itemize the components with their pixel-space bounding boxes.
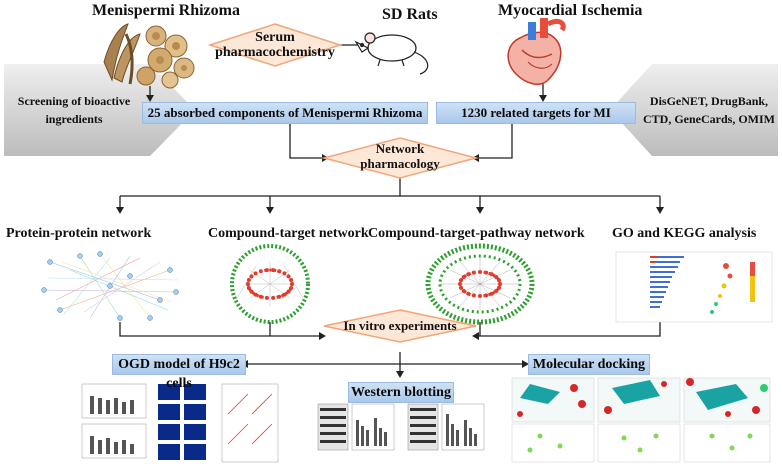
ogd-figure-image: [81, 383, 279, 463]
mi-title: Myocardial Ischemia: [498, 2, 643, 19]
ct-title: Compound-target network: [208, 226, 369, 241]
go-kegg-title: GO and KEGG analysis: [612, 226, 757, 241]
serum-diamond: [207, 23, 343, 67]
rat-icon: [354, 32, 429, 75]
network-diamond: [321, 137, 479, 179]
western-title: Western blotting: [348, 382, 454, 403]
mi-targets-box: 1230 related targets for MI: [436, 102, 636, 124]
sd-rats-title: SD Rats: [382, 6, 438, 23]
serum-label: Serum pharmacochemistry: [215, 30, 335, 60]
docking-title: Molecular docking: [528, 354, 650, 375]
docking-image: [511, 377, 771, 463]
heart-icon: [507, 18, 566, 86]
ppi-network-image: [41, 251, 179, 321]
left-band-text: Screening of bioactive ingredients: [17, 94, 131, 126]
go-kegg-image: [615, 251, 773, 323]
network-label: Network pharmacology: [360, 141, 440, 171]
western-blot-image: [317, 403, 485, 451]
herb-icon: [103, 23, 195, 89]
ppi-title: Protein-protein network: [6, 226, 152, 241]
in-vitro-label: In vitro experiments: [343, 318, 457, 333]
menispermi-title: Menispermi Rhizoma: [92, 2, 240, 19]
right-band-text: DisGeNET, DrugBank, CTD, GeneCards, OMIM: [643, 94, 775, 126]
ctp-title: Compound-target-pathway network: [368, 226, 585, 241]
ogd-title: OGD model of H9c2 cells: [112, 354, 246, 391]
in-vitro-diamond: [323, 309, 477, 343]
absorbed-components-box: 25 absorbed components of Menispermi Rhi…: [142, 102, 428, 124]
